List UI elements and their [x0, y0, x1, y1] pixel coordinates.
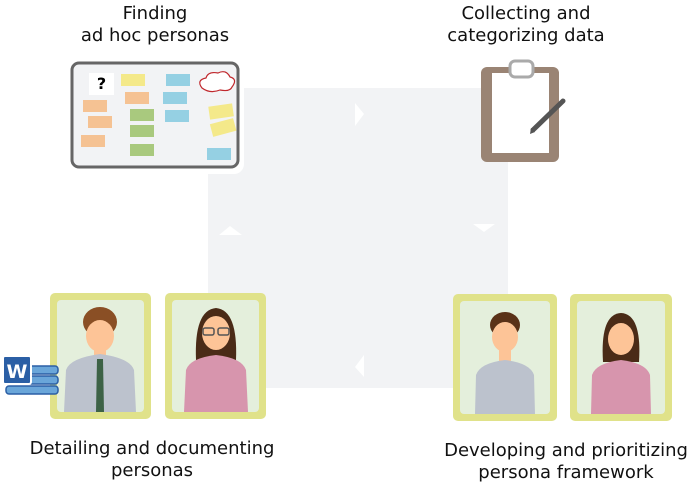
persona-card-man-tie: [50, 293, 151, 419]
step-label-line: persona framework: [478, 462, 654, 483]
step-label-line: ad hoc personas: [80, 25, 230, 46]
step-label-line: Collecting and: [461, 3, 591, 24]
arrow-left-icon: [355, 355, 364, 377]
whiteboard-icon: [66, 58, 244, 174]
step-label-developing: Developing and prioritizing persona fram…: [426, 440, 696, 484]
board-question-mark: ?: [96, 74, 107, 93]
persona-card-woman-glasses: [165, 293, 266, 419]
step-label-line: categorizing data: [447, 25, 605, 46]
arrow-down-icon: [473, 224, 495, 232]
clipboard-icon: [481, 59, 566, 162]
arrow-up-icon: [219, 226, 242, 235]
step-label-line: Developing and prioritizing: [444, 440, 688, 461]
step-label-line: Finding: [122, 3, 188, 24]
step-label-finding: Finding ad hoc personas: [55, 3, 255, 47]
arrow-right-icon: [355, 103, 364, 126]
word-document-icon: W: [2, 355, 59, 395]
persona-card-man-plain: [453, 294, 557, 421]
step-label-line: personas: [110, 460, 194, 481]
step-label-detailing: Detailing and documenting personas: [10, 438, 294, 482]
step-label-line: Detailing and documenting: [29, 438, 275, 459]
cycle-background: [208, 88, 508, 388]
persona-card-woman-plain: [570, 294, 672, 421]
word-icon-letter: W: [7, 361, 28, 383]
step-label-collecting: Collecting and categorizing data: [416, 3, 636, 47]
